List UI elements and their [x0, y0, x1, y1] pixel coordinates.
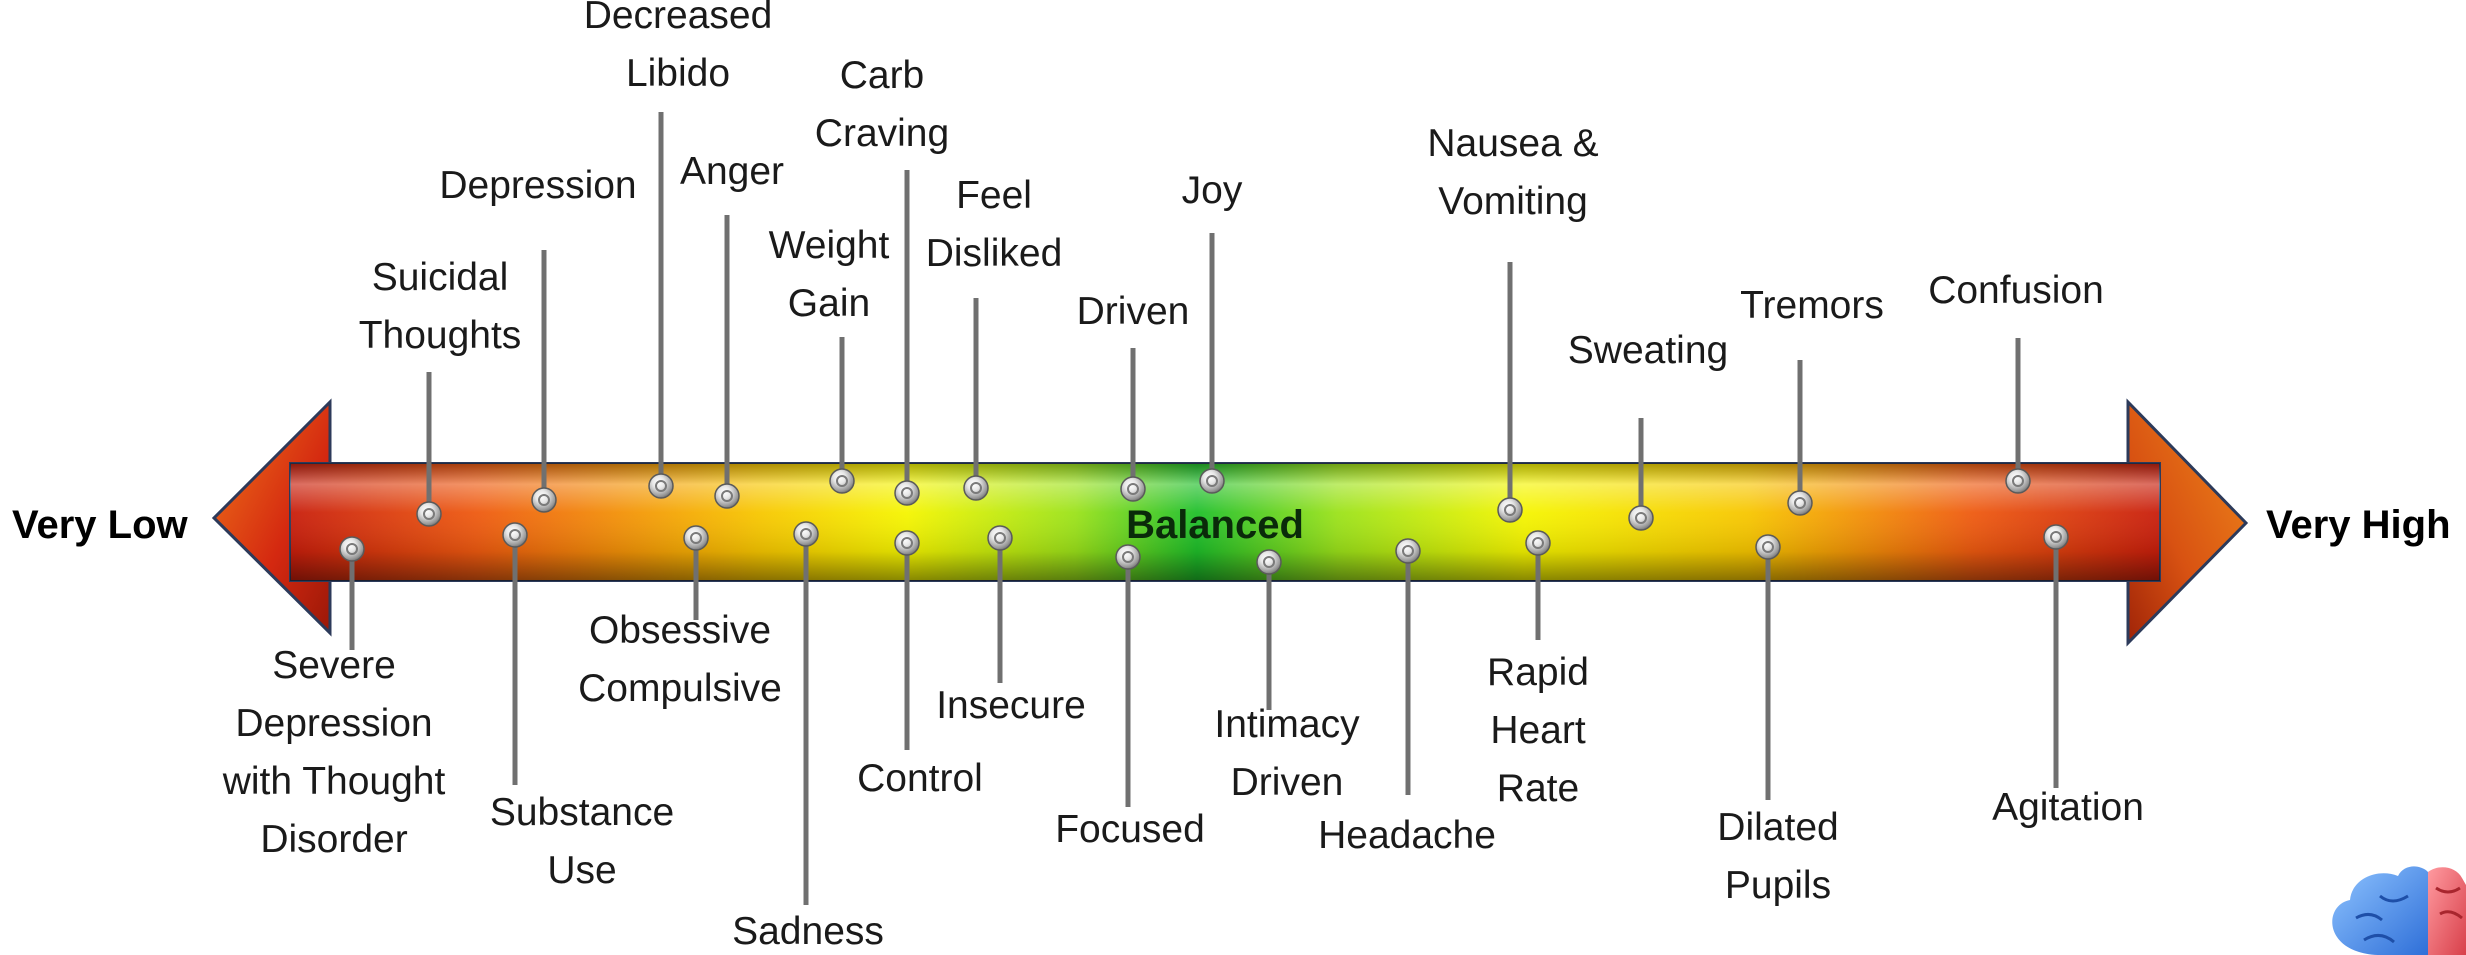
marker-pin-icon — [1526, 531, 1550, 555]
marker-pin-icon — [1756, 535, 1780, 559]
marker-pin-icon — [1257, 550, 1281, 574]
marker-confusion: Confusion — [1928, 269, 2104, 493]
marker-label: Confusion — [1928, 269, 2104, 312]
marker-sadness: Sadness — [732, 522, 884, 953]
marker-label: Anger — [680, 150, 784, 193]
marker-pin-icon — [830, 469, 854, 493]
marker-pin-icon — [2044, 525, 2068, 549]
marker-pin-icon — [895, 481, 919, 505]
marker-label: Joy — [1182, 169, 1243, 212]
brain-logo-icon — [2332, 866, 2466, 955]
marker-label: Control — [857, 757, 983, 800]
marker-joy: Joy — [1182, 169, 1243, 493]
marker-label: Headache — [1318, 814, 1496, 857]
marker-pin-icon — [964, 476, 988, 500]
marker-anger: Anger — [680, 150, 784, 508]
marker-label: Sweating — [1568, 329, 1728, 372]
marker-pin-icon — [684, 526, 708, 550]
marker-pin-icon — [340, 537, 364, 561]
marker-pin-icon — [1788, 491, 1812, 515]
marker-pin-icon — [988, 526, 1012, 550]
marker-pin-icon — [715, 484, 739, 508]
marker-pin-icon — [417, 502, 441, 526]
marker-pin-icon — [503, 523, 527, 547]
marker-pin-icon — [1121, 477, 1145, 501]
marker-label: Tremors — [1740, 284, 1884, 327]
marker-label: Depression — [439, 164, 636, 207]
very-high-label: Very High — [2266, 503, 2451, 547]
marker-pin-icon — [1116, 545, 1140, 569]
marker-pin-icon — [1629, 506, 1653, 530]
marker-label: Insecure — [936, 684, 1086, 727]
marker-pin-icon — [895, 531, 919, 555]
marker-pin-icon — [1498, 498, 1522, 522]
marker-label: Nausea &Vomiting — [1427, 122, 1598, 223]
marker-pin-icon — [1200, 469, 1224, 493]
marker-label: Driven — [1077, 290, 1190, 333]
marker-label: Focused — [1055, 808, 1205, 851]
marker-pin-icon — [649, 474, 673, 498]
marker-pin-icon — [1396, 539, 1420, 563]
very-low-label: Very Low — [12, 503, 189, 547]
marker-pin-icon — [794, 522, 818, 546]
marker-headache: Headache — [1318, 539, 1496, 857]
marker-label: Agitation — [1992, 786, 2144, 829]
marker-label: Sadness — [732, 910, 884, 953]
marker-pin-icon — [2006, 469, 2030, 493]
marker-pin-icon — [532, 488, 556, 512]
balanced-label: Balanced — [1126, 503, 1304, 547]
